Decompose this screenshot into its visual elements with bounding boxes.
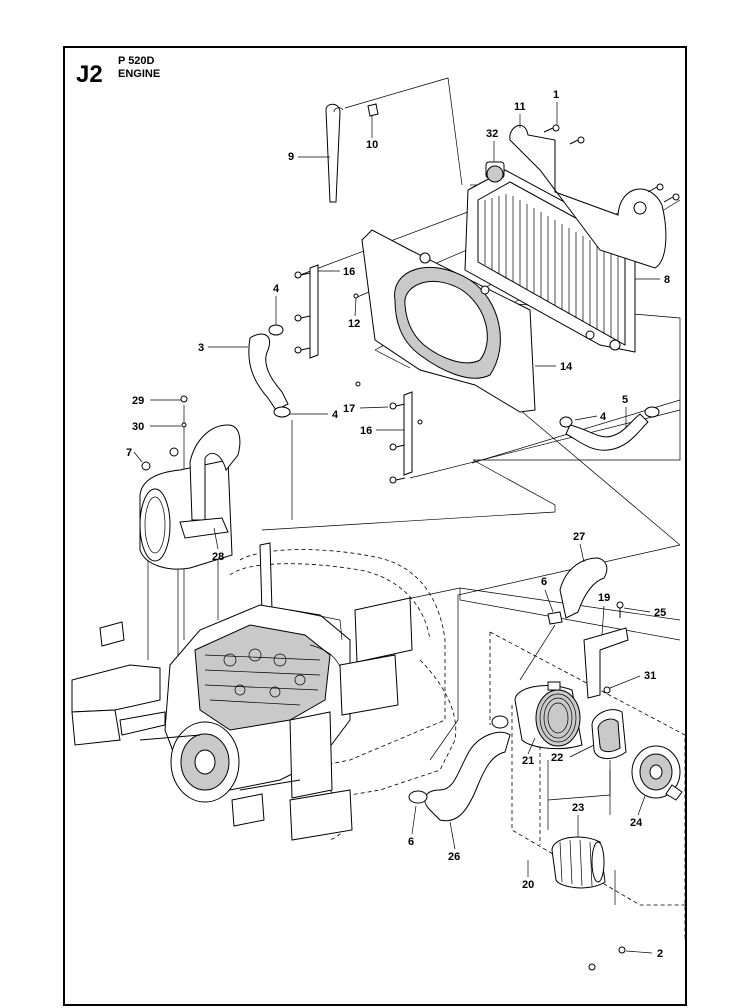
callout-8: 8 [664,274,670,286]
callout-29: 29 [132,395,144,407]
callout-6-upper: 6 [541,576,547,588]
diagram-border [63,46,687,1006]
section-code: J2 [76,61,103,88]
callouts: 1 11 32 10 9 8 16 4 12 3 14 29 17 4 5 4 … [126,89,670,960]
model-name: P 520D [118,55,155,67]
callout-4-c: 4 [600,411,607,423]
callout-20: 20 [522,879,534,891]
callout-4-a: 4 [273,283,280,295]
callout-22: 22 [551,752,563,764]
overflow-tube [325,103,341,203]
callout-31: 31 [644,670,656,682]
filter-element [551,836,606,889]
radiator [464,161,636,353]
mounting-strips [309,264,413,476]
clamp-6-upper [547,611,563,625]
air-cleaner-bracket [583,627,629,699]
callout-21: 21 [522,755,534,767]
upper-hose [248,333,289,411]
intake-hose-lower [424,731,511,822]
diagram-header: J2 P 520D ENGINE [76,55,160,88]
callout-23: 23 [572,802,584,814]
hose-clamp-upper [268,324,284,336]
intake-hose-upper [559,557,608,619]
callout-7: 7 [126,447,132,459]
hose-clamp-right [644,406,660,418]
clip [367,103,379,117]
callout-14: 14 [560,361,573,373]
callout-5: 5 [622,394,628,406]
callout-17: 17 [343,403,355,415]
callout-12: 12 [348,318,360,330]
section-title: ENGINE [118,68,160,80]
callout-28: 28 [212,551,224,563]
callout-24: 24 [630,817,643,829]
air-cleaner [514,681,583,750]
hose-clamp-lower [273,406,291,418]
callout-4-b: 4 [332,409,339,421]
callout-16-upper: 16 [343,266,355,278]
callout-11: 11 [514,101,526,113]
lower-hose [565,413,649,451]
callout-30: 30 [132,421,144,433]
intake-elbow [491,715,509,729]
engine-frame [71,542,457,841]
callout-10: 10 [366,139,378,151]
hose-clamp-left [559,416,573,428]
callout-19: 19 [598,592,610,604]
bolts [141,124,680,971]
callout-6-lower: 6 [408,836,414,848]
callout-32: 32 [486,128,498,140]
muffler [139,424,241,570]
fan-shroud [361,229,536,413]
callout-9: 9 [288,151,294,163]
radiator-bracket [509,124,667,269]
callout-2: 2 [657,948,663,960]
callout-25: 25 [654,607,666,619]
callout-3: 3 [198,342,204,354]
callout-16-lower: 16 [360,425,372,437]
callout-26: 26 [448,851,460,863]
air-cleaner-cap [631,745,683,801]
callout-27: 27 [573,531,585,543]
callout-1: 1 [553,89,559,101]
clamp-6-lower [408,790,428,804]
